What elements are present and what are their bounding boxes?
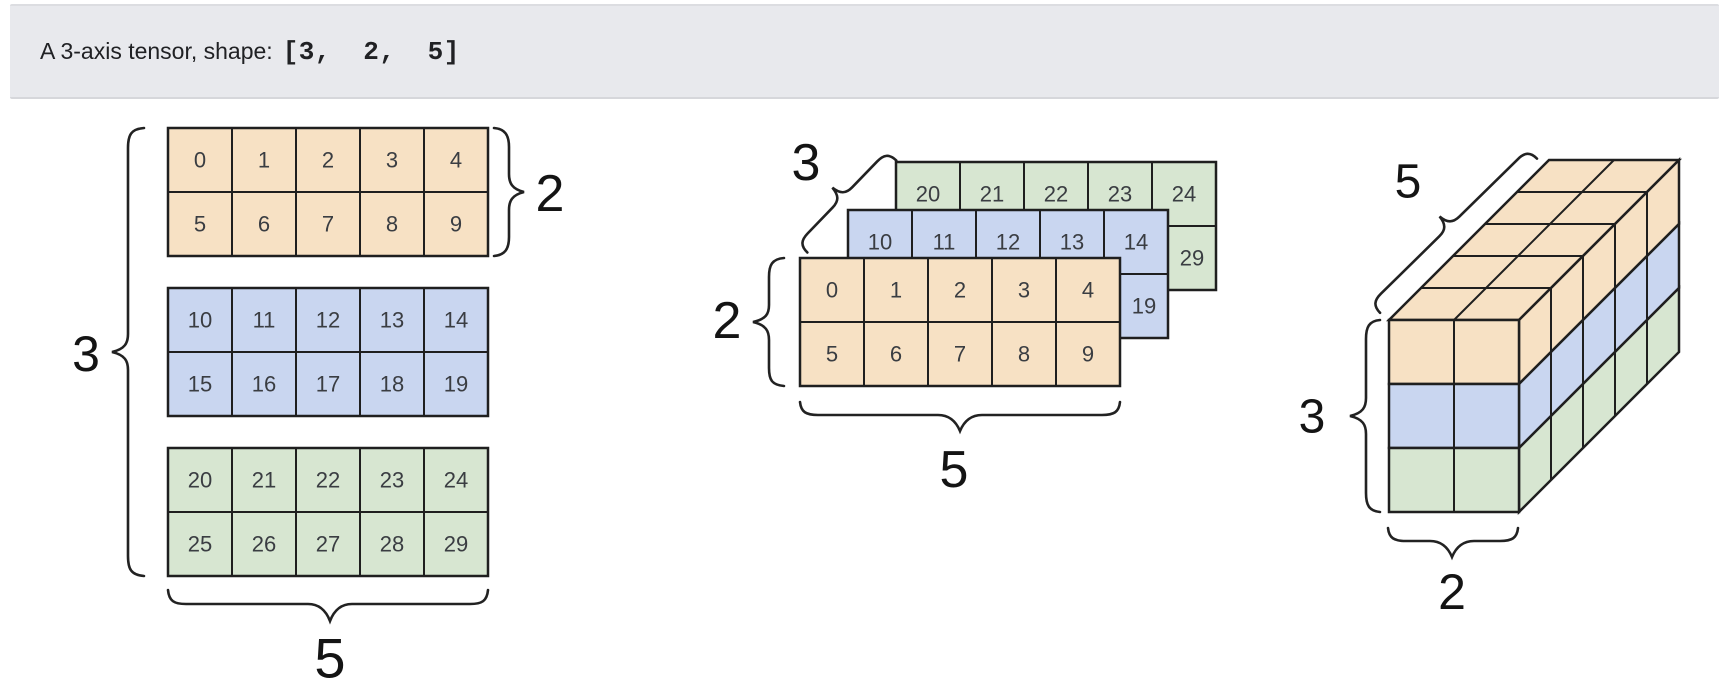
axis1-label: 2 [1438, 564, 1466, 620]
cell-value: 13 [380, 308, 404, 333]
cell-value: 5 [826, 342, 838, 367]
cell-value: 14 [1124, 230, 1148, 255]
tensor-title: A 3-axis tensor, shape: [40, 38, 273, 64]
axis2-label: 5 [314, 627, 345, 690]
cell-value: 26 [252, 532, 276, 557]
header-bar: A 3-axis tensor, shape: [3, 2, 5] [10, 4, 1719, 99]
cell-value: 10 [868, 230, 892, 255]
cell-value: 28 [380, 532, 404, 557]
cell-value: 7 [322, 212, 334, 237]
cell-value: 27 [316, 532, 340, 557]
axis2-brace [798, 400, 1122, 435]
cell-value: 16 [252, 372, 276, 397]
layered-matrices-view: 20 21 22 23 24 29 10 11 12 13 14 19 [713, 134, 1218, 499]
cell-value: 11 [253, 308, 276, 333]
axis2-brace [1374, 152, 1539, 315]
cell-value: 13 [1060, 230, 1084, 255]
cell-value: 0 [826, 278, 838, 303]
axis2-brace [166, 588, 490, 625]
axis1-brace [1386, 526, 1520, 561]
cell-value: 2 [954, 278, 966, 303]
axis0-label: 3 [1299, 391, 1326, 444]
cell-value: 5 [194, 212, 206, 237]
cell-value: 9 [1082, 342, 1094, 367]
cell-value: 9 [450, 212, 462, 237]
cell-value: 19 [1132, 294, 1156, 319]
cell-value: 24 [444, 468, 468, 493]
cell-value: 2 [322, 148, 334, 173]
cell-value: 19 [444, 372, 468, 397]
cell-value: 0 [194, 148, 206, 173]
axis0-brace [111, 126, 146, 578]
cell-value: 24 [1172, 182, 1196, 207]
axis2-label: 5 [1395, 156, 1422, 209]
stacked-matrix-layer-1: 10 11 12 13 14 15 16 17 18 19 [166, 286, 490, 418]
cell-value: 29 [444, 532, 468, 557]
axis1-brace [752, 256, 786, 388]
cell-value: 6 [890, 342, 902, 367]
cell-value: 8 [386, 212, 398, 237]
cell-value: 17 [316, 372, 340, 397]
cell-value: 21 [252, 468, 276, 493]
axis1-label: 2 [713, 292, 742, 350]
cell-value: 1 [890, 278, 902, 303]
axis0-brace [801, 154, 898, 254]
stacked-matrices-view: 0 1 2 3 4 5 6 7 8 9 10 11 12 13 14 15 16 [72, 126, 565, 690]
cell-value: 8 [1018, 342, 1030, 367]
cell-value: 20 [188, 468, 212, 493]
cell-value: 3 [1018, 278, 1030, 303]
tensor-shape: [3, 2, 5] [282, 36, 460, 67]
axis1-brace [492, 126, 525, 258]
cell-value: 23 [380, 468, 404, 493]
cell-value: 1 [258, 148, 270, 173]
axis0-brace [1349, 318, 1382, 514]
cell-value: 23 [1108, 182, 1132, 207]
cell-value: 4 [1082, 278, 1094, 303]
axis1-label: 2 [536, 165, 565, 223]
cell-value: 22 [1044, 182, 1068, 207]
cell-value: 25 [188, 532, 212, 557]
cell-value: 6 [258, 212, 270, 237]
cuboid-view: 5 3 2 [1299, 152, 1683, 620]
axis2-label: 5 [940, 441, 969, 499]
cell-value: 7 [954, 342, 966, 367]
cell-value: 22 [316, 468, 340, 493]
stacked-matrix-layer-2: 20 21 22 23 24 25 26 27 28 29 [166, 446, 490, 578]
cell-value: 29 [1180, 246, 1204, 271]
grid-line [1453, 159, 1615, 321]
cell-value: 3 [386, 148, 398, 173]
cell-value: 20 [916, 182, 940, 207]
cell-value: 15 [188, 372, 212, 397]
axis0-label: 3 [792, 134, 821, 192]
layered-matrix-layer-0: 0 1 2 3 4 5 6 7 8 9 [798, 256, 1122, 388]
cell-value: 18 [380, 372, 404, 397]
axis0-label: 3 [72, 326, 100, 382]
cell-value: 21 [980, 182, 1004, 207]
cell-value: 12 [316, 308, 340, 333]
cell-value: 11 [933, 230, 956, 255]
stacked-matrix-layer-0: 0 1 2 3 4 5 6 7 8 9 [166, 126, 490, 258]
cell-value: 12 [996, 230, 1020, 255]
cell-value: 10 [188, 308, 212, 333]
cell-value: 4 [450, 148, 462, 173]
cell-value: 14 [444, 308, 468, 333]
